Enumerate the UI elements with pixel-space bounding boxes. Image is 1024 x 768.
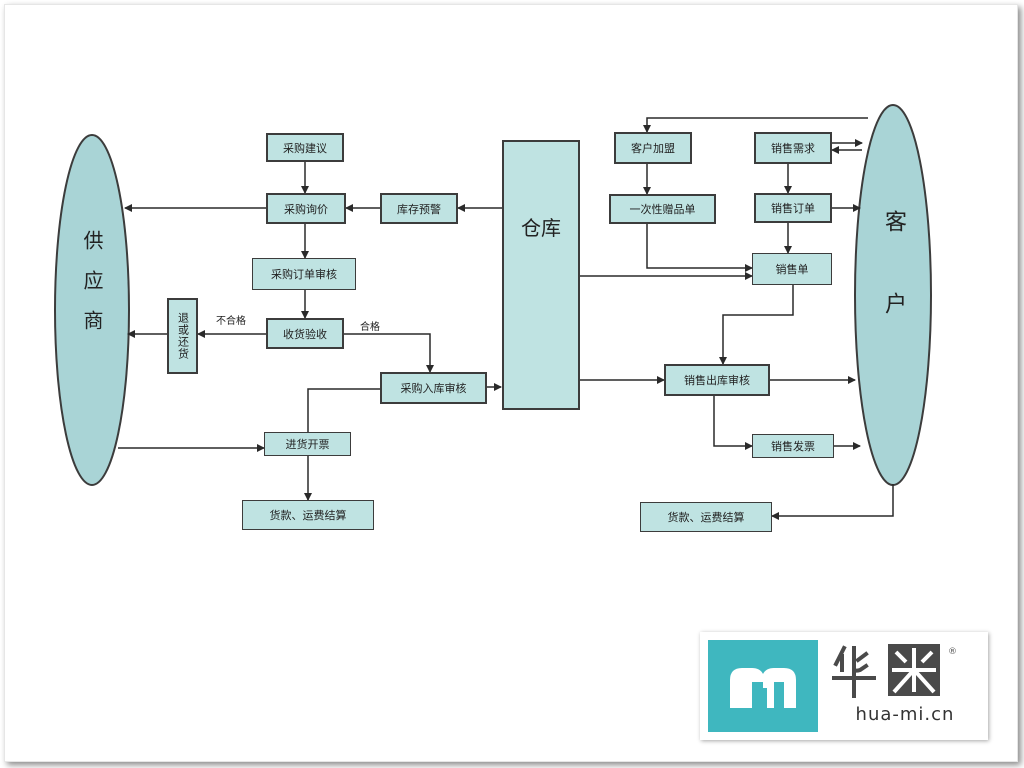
qualified-label: 合格 <box>360 322 380 333</box>
supplier-ellipse <box>54 134 130 486</box>
unqualified-label: 不合格 <box>216 316 246 327</box>
purchase-invoice-node: 进货开票 <box>264 432 351 456</box>
edge-inbound-invoice <box>307 388 380 432</box>
po-review-node: 采购订单审核 <box>252 258 356 290</box>
hua-mi-url: hua-mi.cn <box>855 704 955 725</box>
hua-mi-mark-icon <box>708 640 818 732</box>
stock-alert-node: 库存预警 <box>380 193 458 224</box>
sales-settlement-node: 货款、运费结算 <box>640 502 772 532</box>
receiving-inspection-node: 收货验收 <box>266 318 344 349</box>
return-goods-node: 退或还货 <box>167 298 198 374</box>
purchase-settlement-node: 货款、运费结算 <box>242 500 374 530</box>
sales-order-node: 销售订单 <box>754 193 832 223</box>
sales-outbound-review-node: 销售出库审核 <box>664 364 770 396</box>
registered-mark: ® <box>948 647 957 657</box>
customer-addition-node: 客户加盟 <box>614 132 692 164</box>
supplier-label: 供应商 <box>80 230 104 350</box>
hua-mi-wordmark: ® <box>830 640 980 700</box>
edge-outbound-invoice <box>713 396 753 450</box>
hua-mi-logo: ® hua-mi.cn <box>700 632 988 740</box>
purchase-inbound-review-node: 采购入库审核 <box>380 372 487 404</box>
sales-slip-node: 销售单 <box>752 253 832 285</box>
return-goods-label: 退或还货 <box>176 312 190 360</box>
sales-invoice-node: 销售发票 <box>752 434 834 458</box>
edge-receiving-inbound <box>344 333 434 373</box>
customer-label: 客户 <box>881 210 906 374</box>
one-time-gift-node: 一次性赠品单 <box>609 194 716 224</box>
edge-customer-settlement <box>771 484 894 520</box>
warehouse-label: 仓库 <box>521 216 561 240</box>
edge-customer-addition <box>643 117 868 133</box>
warehouse-node: 仓库 <box>502 140 580 410</box>
edge-gift-slip <box>646 224 753 272</box>
purchase-inquiry-node: 采购询价 <box>266 193 346 224</box>
edge-slip-outbound <box>719 285 794 365</box>
purchase-suggestion-node: 采购建议 <box>266 133 344 162</box>
sales-demand-node: 销售需求 <box>754 132 832 164</box>
